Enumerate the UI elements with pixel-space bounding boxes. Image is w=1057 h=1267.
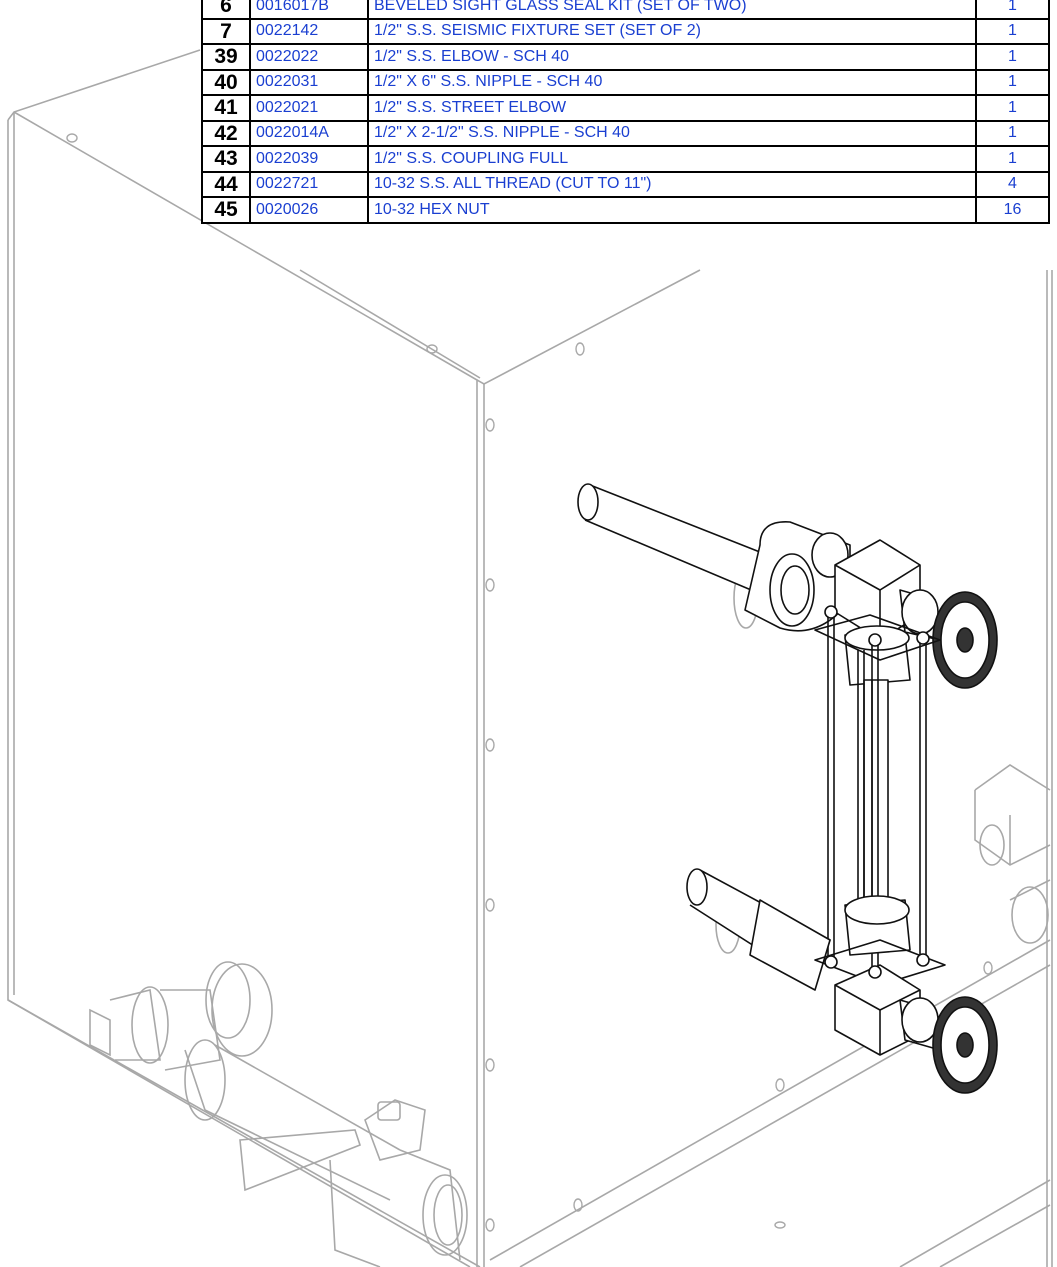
part-number-link[interactable]: 0022022: [249, 43, 369, 71]
panel-bolts: [66, 133, 993, 1232]
item-number: 6: [201, 0, 251, 20]
part-number-link[interactable]: 0022039: [249, 145, 369, 173]
quantity: 1: [975, 119, 1050, 147]
quantity: 1: [975, 43, 1050, 71]
quantity: 1: [975, 145, 1050, 173]
item-number: 7: [201, 17, 251, 45]
quantity: 16: [975, 196, 1050, 224]
sight-glass-assembly: [577, 483, 998, 1094]
item-number: 42: [201, 119, 251, 147]
quantity: 1: [975, 0, 1050, 20]
part-number-link[interactable]: 0016017B: [249, 0, 369, 20]
item-number: 39: [201, 43, 251, 71]
quantity: 1: [975, 94, 1050, 122]
part-number-link[interactable]: 0022014A: [249, 119, 369, 147]
part-number-link[interactable]: 0022142: [249, 17, 369, 45]
ghost-valve-assembly: [89, 961, 468, 1267]
quantity: 1: [975, 68, 1050, 96]
item-number: 44: [201, 170, 251, 198]
item-number: 45: [201, 196, 251, 224]
part-description-link[interactable]: 10-32 S.S. ALL THREAD (CUT TO 11"): [367, 170, 977, 198]
item-number: 40: [201, 68, 251, 96]
tank-outline: [7, 49, 1053, 1267]
quantity: 4: [975, 170, 1050, 198]
item-number: 41: [201, 94, 251, 122]
part-number-link[interactable]: 0020026: [249, 196, 369, 224]
part-number-link[interactable]: 0022031: [249, 68, 369, 96]
part-description-link[interactable]: 10-32 HEX NUT: [367, 196, 977, 224]
part-description-link[interactable]: 1/2" S.S. COUPLING FULL: [367, 145, 977, 173]
part-description-link[interactable]: 1/2" S.S. STREET ELBOW: [367, 94, 977, 122]
part-description-link[interactable]: 1/2" S.S. ELBOW - SCH 40: [367, 43, 977, 71]
part-description-link[interactable]: 1/2" S.S. SEISMIC FIXTURE SET (SET OF 2): [367, 17, 977, 45]
part-number-link[interactable]: 0022721: [249, 170, 369, 198]
part-description-link[interactable]: 1/2" X 2-1/2" S.S. NIPPLE - SCH 40: [367, 119, 977, 147]
quantity: 1: [975, 17, 1050, 45]
part-number-link[interactable]: 0022021: [249, 94, 369, 122]
part-description-link[interactable]: 1/2" X 6" S.S. NIPPLE - SCH 40: [367, 68, 977, 96]
item-number: 43: [201, 145, 251, 173]
part-description-link[interactable]: BEVELED SIGHT GLASS SEAL KIT (SET OF TWO…: [367, 0, 977, 20]
